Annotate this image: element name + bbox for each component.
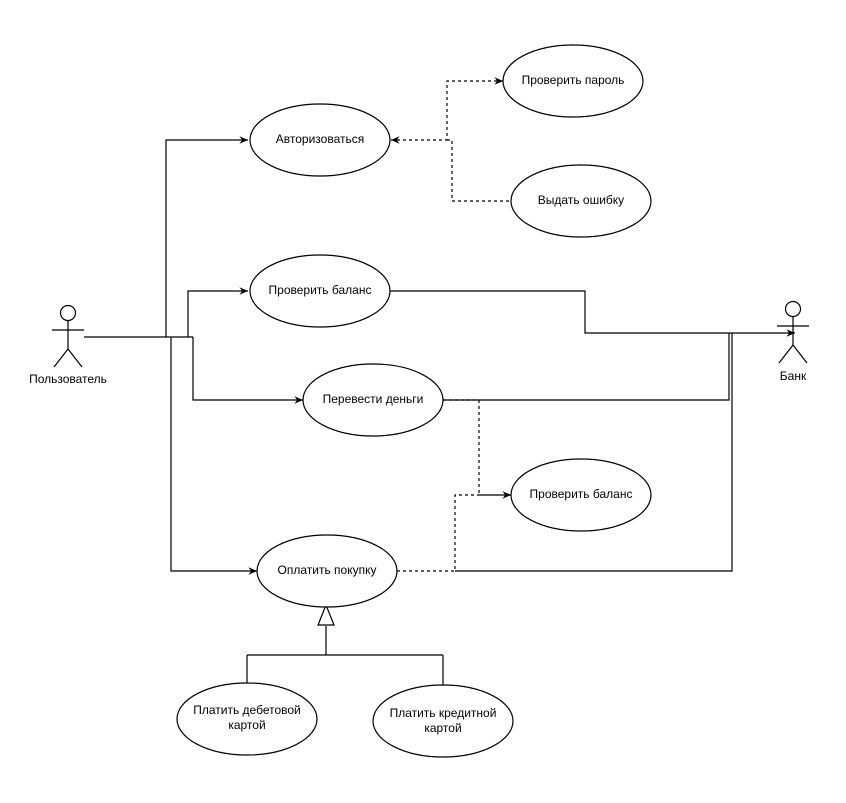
usecase-pay-credit: Платить кредитной картой <box>372 684 514 758</box>
usecase-pay-credit-label-line2: картой <box>424 721 461 735</box>
extend-show-error-authorize <box>447 139 511 202</box>
usecase-check-password: Проверить пароль <box>502 44 644 118</box>
actor-user-body <box>52 321 84 368</box>
actor-bank-body <box>777 317 809 364</box>
assoc-user-transfer <box>192 337 303 404</box>
usecase-authorize-label: Авторизоваться <box>276 132 364 146</box>
include-transfer-to-check-balance <box>443 399 511 496</box>
actor-bank-label: Банк <box>780 369 807 383</box>
actor-user: Пользователь <box>29 304 107 386</box>
usecase-pay-purchase: Оплатить покупку <box>256 534 398 608</box>
assoc-check-balance-bank <box>390 290 795 337</box>
usecase-check-balance: Проверить баланс <box>249 254 391 328</box>
usecase-pay-purchase-label: Оплатить покупку <box>278 563 377 577</box>
usecase-check-balance-included-label: Проверить баланс <box>530 487 633 501</box>
usecase-check-balance-included: Проверить баланс <box>510 458 652 532</box>
actor-bank-head <box>784 300 802 318</box>
usecase-pay-credit-label-line1: Платить кредитной <box>390 706 497 720</box>
usecase-show-error-label: Выдать ошибку <box>538 193 624 207</box>
assoc-pay-purchase-bank <box>455 333 733 572</box>
usecase-pay-debit: Платить дебетовой картой <box>176 682 318 756</box>
usecase-pay-debit-label-line2: картой <box>228 718 265 732</box>
usecase-authorize: Авторизоваться <box>249 103 391 177</box>
assoc-user-pay-purchase <box>170 337 257 575</box>
assoc-transfer-bank <box>443 333 730 401</box>
actor-user-label: Пользователь <box>29 372 107 386</box>
actor-bank: Банк <box>777 300 809 383</box>
assoc-user-authorize <box>165 136 248 337</box>
usecase-pay-debit-label-line1: Платить дебетовой <box>193 703 301 717</box>
usecase-check-balance-label: Проверить баланс <box>269 283 372 297</box>
usecase-show-error: Выдать ошибку <box>510 164 652 238</box>
assoc-user-check-balance <box>187 287 248 337</box>
include-pay-to-check-balance <box>397 491 511 572</box>
usecase-check-password-label: Проверить пароль <box>522 73 625 87</box>
usecase-transfer-money-label: Перевести деньги <box>323 392 424 406</box>
actor-user-head <box>59 304 77 322</box>
generalization-triangle <box>317 603 335 626</box>
include-authorize-check-password <box>391 77 503 144</box>
usecase-transfer-money: Перевести деньги <box>302 363 444 437</box>
